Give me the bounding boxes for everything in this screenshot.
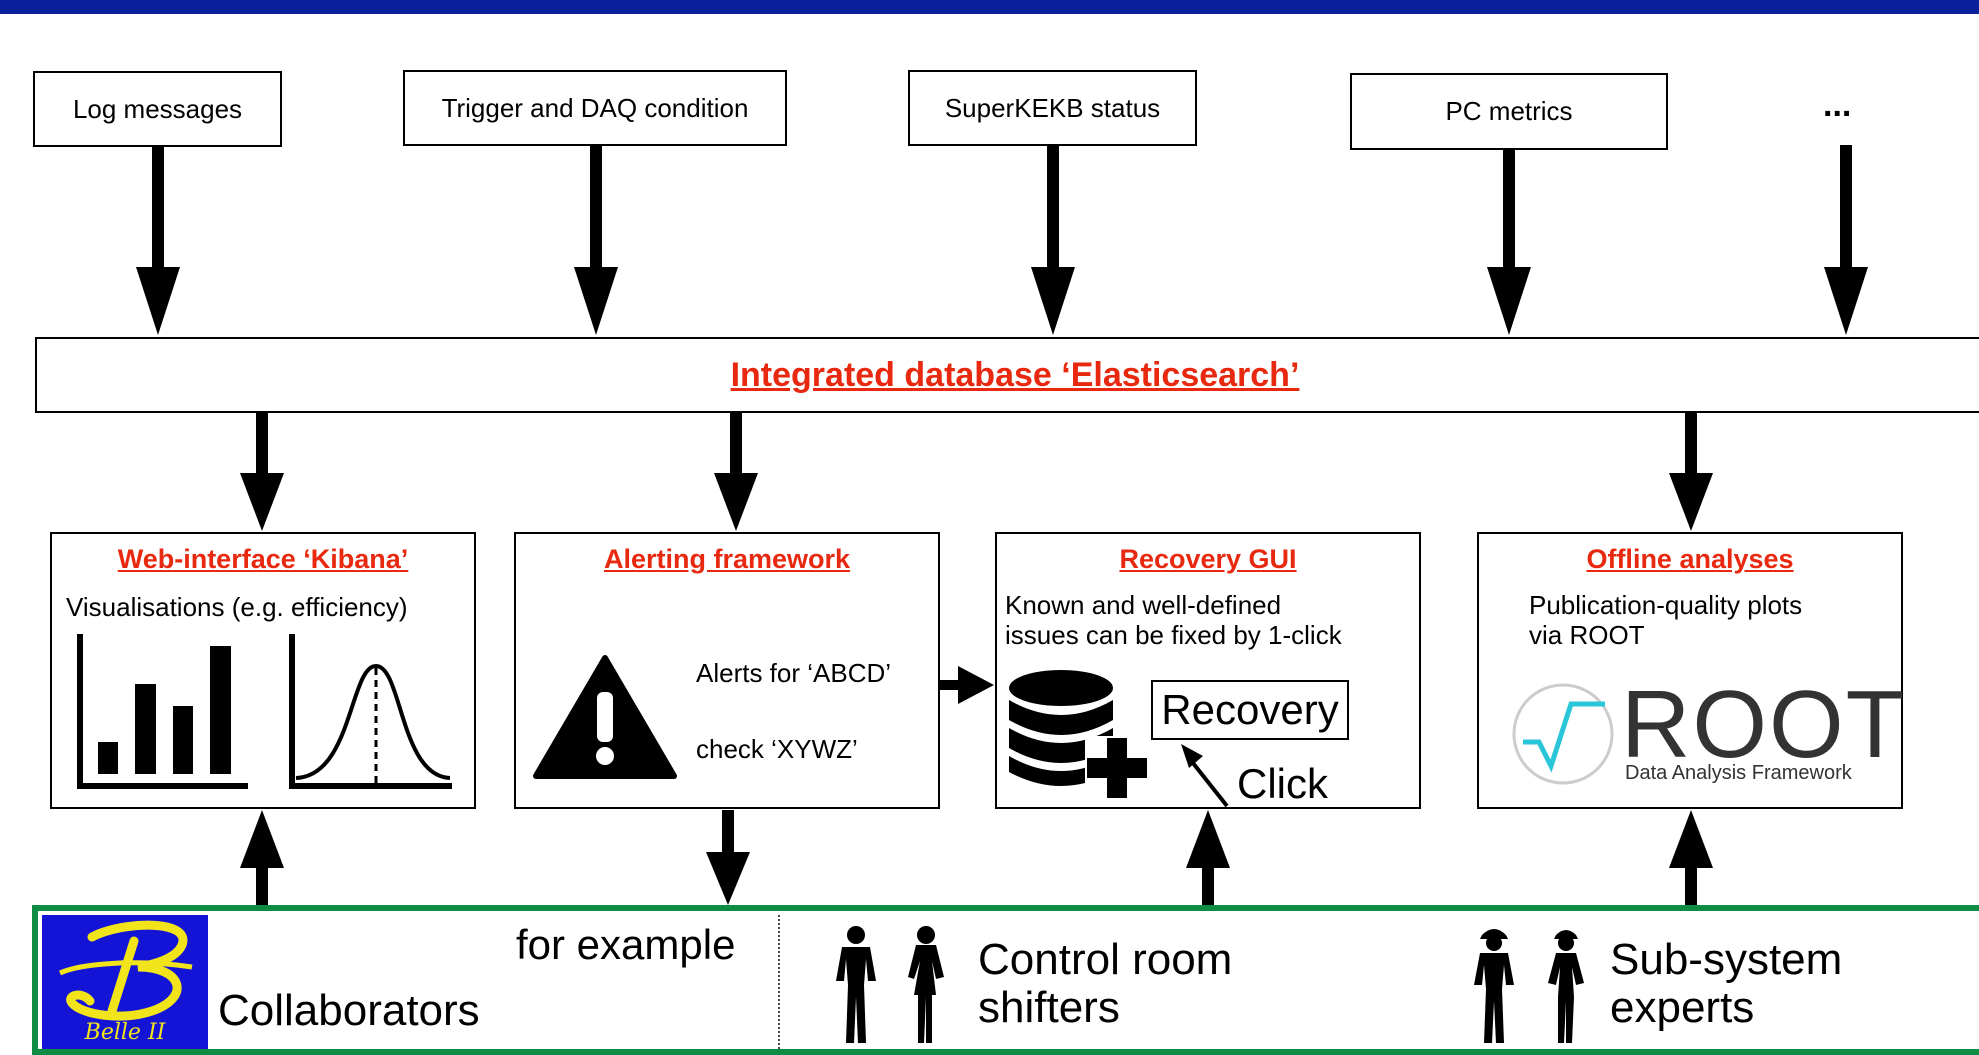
panel-alerting: Alerting framework Alerts for ‘ABCD’ che… xyxy=(514,532,940,809)
root-logo-icon xyxy=(1512,683,1614,785)
experts-people-icon xyxy=(1474,929,1584,1043)
users-bar xyxy=(32,905,1979,1055)
panel-title: Recovery GUI xyxy=(1119,544,1297,574)
click-label: Click xyxy=(1237,760,1328,807)
database-plus-icon xyxy=(1009,670,1147,798)
belle2-logo-label: Belle II xyxy=(84,1020,166,1045)
belle2-logo: Belle II xyxy=(42,915,208,1049)
source-log-messages: Log messages xyxy=(33,71,282,147)
source-pc-metrics: PC metrics xyxy=(1350,73,1668,150)
alert-text: Alerts for ‘ABCD’ xyxy=(696,658,892,688)
recovery-button-label: Recovery xyxy=(1161,686,1339,733)
shifters-people-icon xyxy=(836,926,944,1043)
shifters-line2: shifters xyxy=(978,983,1120,1032)
sources-more-ellipsis: ... xyxy=(1823,86,1852,124)
panel-title: Alerting framework xyxy=(603,544,851,574)
source-label: PC metrics xyxy=(1445,96,1573,126)
offline-line1: Publication-quality plots xyxy=(1529,590,1803,620)
experts-line2: experts xyxy=(1610,983,1755,1032)
shifters-line1: Control room xyxy=(978,935,1233,984)
cursor-arrow-icon xyxy=(1181,744,1229,808)
recovery-button[interactable]: Recovery xyxy=(1151,680,1349,740)
source-label: Trigger and DAQ condition xyxy=(441,92,749,123)
warning-icon xyxy=(533,655,677,779)
source-trigger-daq: Trigger and DAQ condition xyxy=(403,70,787,146)
check-text: check ‘XYWZ’ xyxy=(696,734,858,764)
source-superkekb: SuperKEKB status xyxy=(908,70,1197,146)
collaborators-label: Collaborators xyxy=(218,986,480,1035)
users-divider xyxy=(778,915,780,1049)
recovery-line1: Known and well-defined xyxy=(1005,590,1282,620)
database-title: Integrated database ‘Elasticsearch’ xyxy=(730,355,1300,394)
panel-kibana: Web-interface ‘Kibana’ Visualisations (e… xyxy=(50,532,476,809)
panel-offline: Offline analyses Publication-quality plo… xyxy=(1477,532,1907,809)
offline-line2: via ROOT xyxy=(1529,620,1645,650)
bar-chart-icon xyxy=(77,634,452,789)
belle-b-icon xyxy=(58,920,193,1021)
panel-recovery: Recovery GUI Known and well-defined issu… xyxy=(995,532,1421,809)
experts-line1: Sub-system xyxy=(1610,935,1843,984)
panel-title: Offline analyses xyxy=(1586,544,1794,574)
top-bar xyxy=(0,0,1979,14)
recovery-line2: issues can be fixed by 1-click xyxy=(1005,620,1342,650)
panel-title: Web-interface ‘Kibana’ xyxy=(117,544,409,574)
for-example-label: for example xyxy=(516,921,736,968)
kibana-description: Visualisations (e.g. efficiency) xyxy=(66,592,408,622)
source-label: Log messages xyxy=(72,93,243,124)
source-label: SuperKEKB status xyxy=(944,92,1161,123)
root-logo-subtitle: Data Analysis Framework xyxy=(1625,762,1852,784)
database-bar: Integrated database ‘Elasticsearch’ xyxy=(35,337,1979,413)
root-logo-text: ROOT xyxy=(1621,671,1907,778)
